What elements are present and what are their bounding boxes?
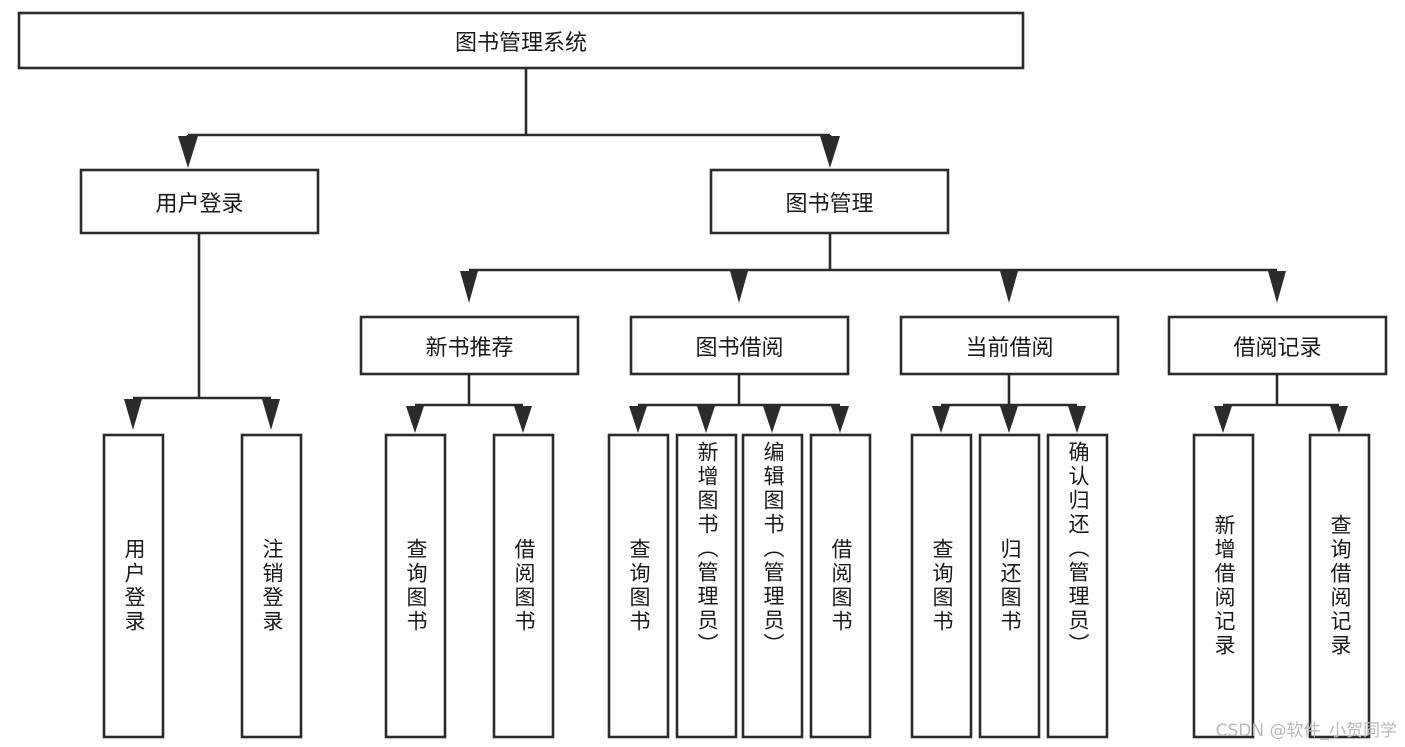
node-leaf-logout-login-box[interactable]	[240, 433, 303, 739]
node-leaf-query-record-box[interactable]	[1308, 433, 1371, 739]
arrow-head-leaf-borrow-book-1	[514, 406, 532, 433]
node-current-borrow-box[interactable]	[899, 315, 1120, 376]
node-leaf-return-book-box[interactable]	[978, 433, 1041, 739]
node-leaf-edit-book-box[interactable]	[741, 433, 804, 739]
node-leaf-borrow-book-2-box[interactable]	[809, 433, 872, 739]
node-leaf-borrow-book-1-box[interactable]	[492, 433, 555, 739]
node-user-login-box[interactable]	[79, 168, 320, 235]
arrow-head-book-manage	[820, 136, 840, 168]
node-borrow-record-box[interactable]	[1167, 315, 1388, 376]
node-root-box[interactable]	[17, 11, 1025, 70]
arrow-head-leaf-edit-book	[763, 406, 781, 433]
arrow-head-leaf-query-book-1	[406, 406, 424, 433]
node-leaf-user-login-box[interactable]	[102, 433, 165, 739]
arrow-head-leaf-user-login	[124, 399, 142, 430]
node-leaf-add-record-box[interactable]	[1192, 433, 1255, 739]
node-leaf-add-book-box[interactable]	[675, 433, 738, 739]
node-leaf-query-book-1-box[interactable]	[384, 433, 447, 739]
arrow-head-leaf-add-record	[1214, 406, 1232, 433]
arrow-head-leaf-borrow-book-2	[831, 406, 849, 433]
arrow-head-leaf-query-record	[1330, 406, 1348, 433]
arrow-head-borrow-record	[1268, 271, 1286, 303]
arrow-head-leaf-add-book	[697, 406, 715, 433]
arrow-head-new-book-recommend	[460, 271, 478, 303]
arrow-head-leaf-query-book-3	[932, 406, 950, 433]
node-leaf-query-book-2-box[interactable]	[607, 433, 670, 739]
arrow-head-book-borrow	[730, 271, 748, 303]
arrow-head-current-borrow	[1000, 271, 1018, 303]
node-book-borrow-box[interactable]	[629, 315, 850, 376]
arrow-head-leaf-query-book-2	[629, 406, 647, 433]
node-leaf-query-book-3-box[interactable]	[910, 433, 973, 739]
arrow-head-leaf-confirm-return	[1068, 406, 1086, 433]
node-new-book-recommend-box[interactable]	[359, 315, 580, 376]
node-book-manage-box[interactable]	[709, 168, 950, 235]
arrow-head-leaf-logout-login	[262, 399, 280, 430]
node-leaf-confirm-return-box[interactable]	[1046, 433, 1109, 739]
arrow-head-user-login	[178, 136, 198, 168]
arrow-head-leaf-return-book	[1000, 406, 1018, 433]
